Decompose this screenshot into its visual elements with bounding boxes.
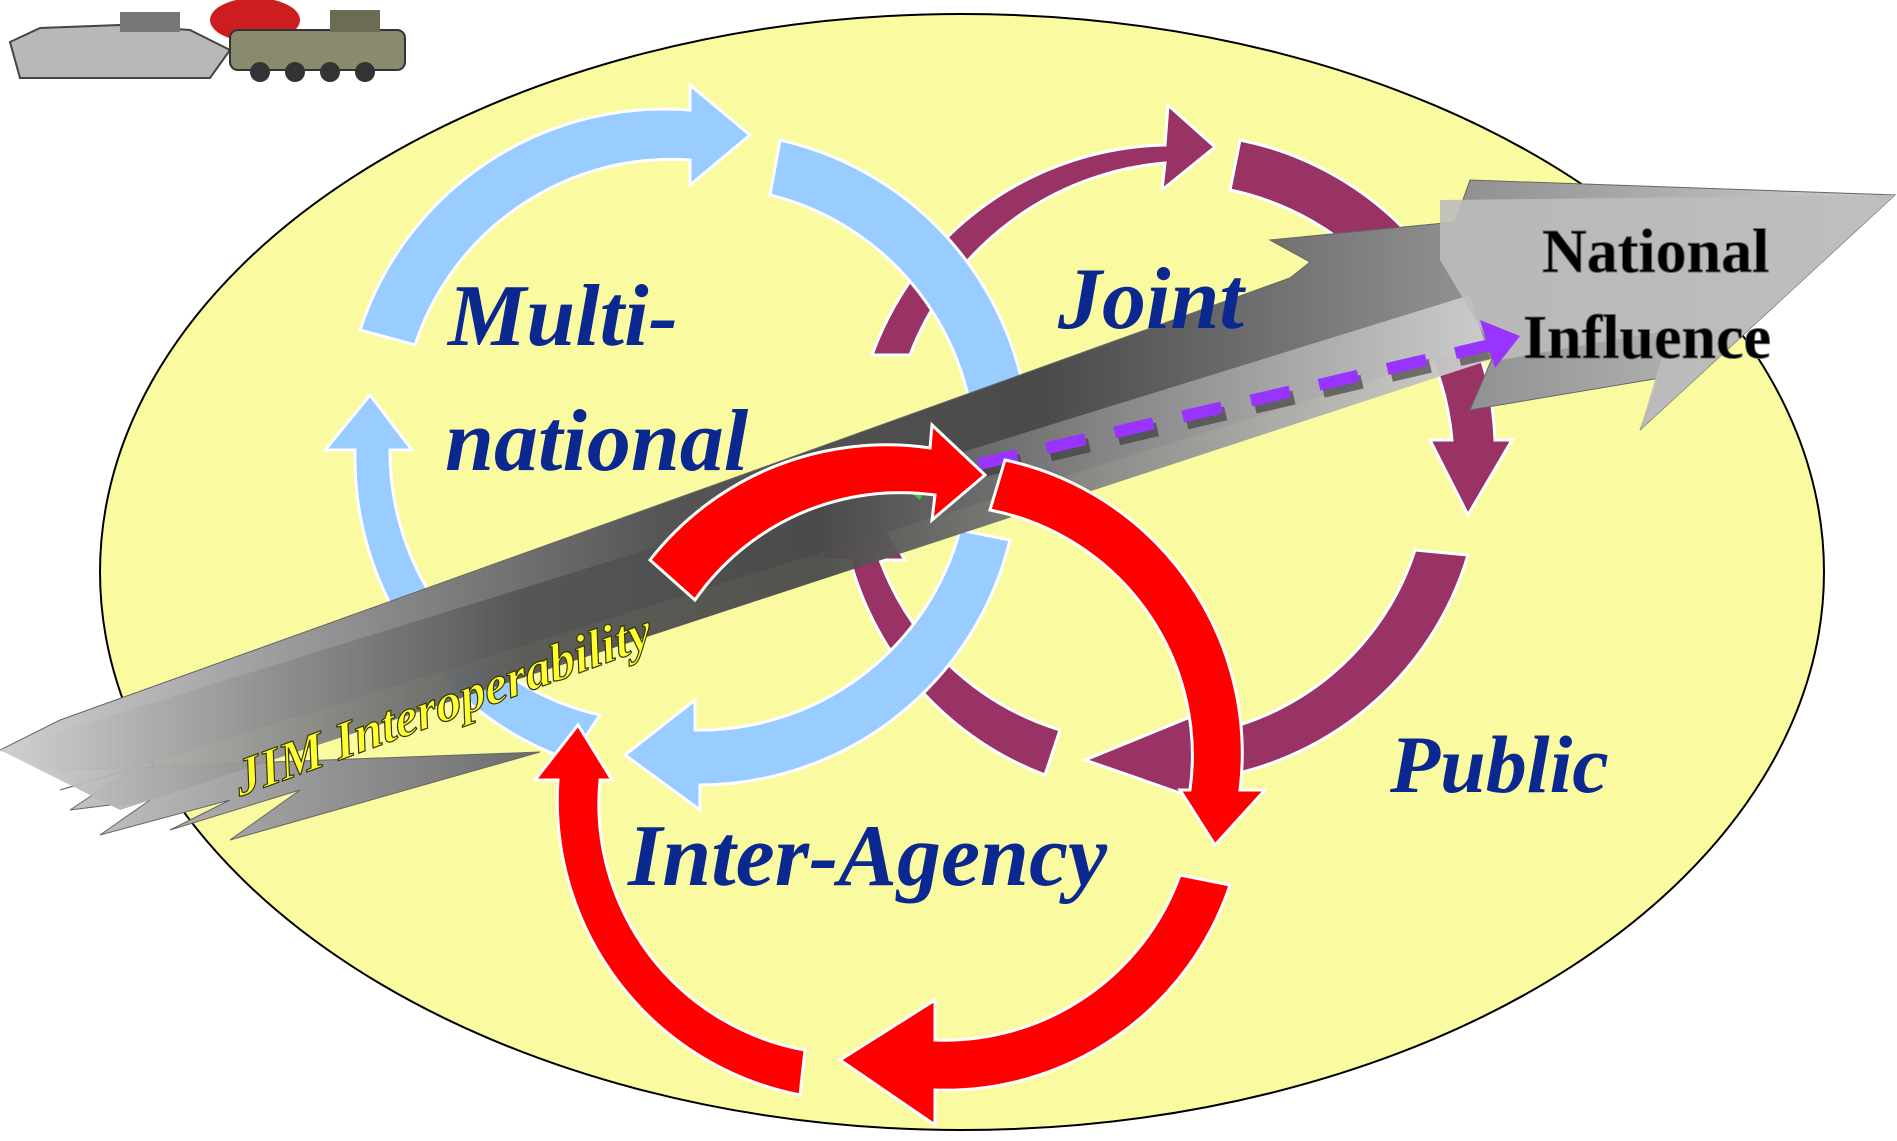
national-label-line2: Influence	[1523, 304, 1771, 372]
interagency-ring-segment-1	[647, 421, 988, 603]
multinational-ring-segment-3	[622, 528, 1012, 813]
multinational-label-line1: Multi-	[446, 268, 678, 365]
military-vehicles-clipart	[0, 0, 410, 82]
interagency-ring-segment-2	[988, 458, 1269, 848]
joint-ring-segment-3	[1080, 548, 1470, 803]
interagency-label: Inter-Agency	[627, 808, 1108, 905]
national-label-line1: National	[1542, 218, 1769, 286]
multinational-label-line2: national	[445, 393, 749, 490]
joint-label: Joint	[1057, 251, 1246, 348]
multinational-ring-segment-1	[358, 81, 753, 347]
interagency-ring-segment-3	[837, 873, 1232, 1128]
interagency-ring-segment-4	[531, 722, 807, 1097]
public-label: Public	[1389, 719, 1609, 810]
interagency-ring	[531, 421, 1269, 1128]
